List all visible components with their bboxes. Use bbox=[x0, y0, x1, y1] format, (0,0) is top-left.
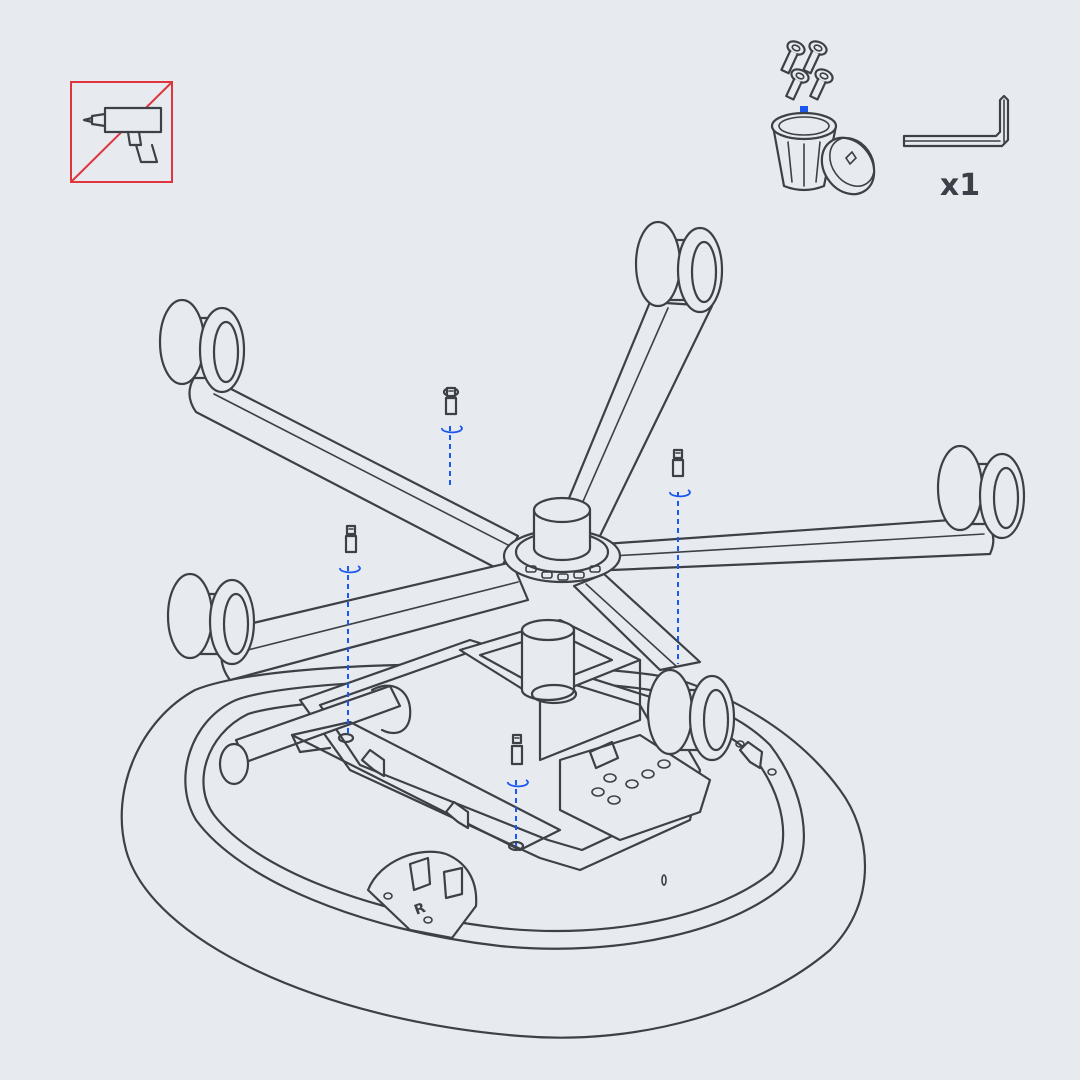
front-bracket bbox=[366, 850, 478, 940]
screws-icon bbox=[780, 40, 834, 101]
screw-icon bbox=[510, 733, 524, 766]
caster-top-left bbox=[158, 298, 246, 394]
chair-base bbox=[188, 300, 995, 682]
discard-bin-icon bbox=[770, 111, 876, 196]
caster-right bbox=[936, 444, 1026, 540]
seat-mechanism bbox=[218, 618, 777, 886]
no-power-drill-icon bbox=[70, 81, 173, 183]
screw-icon bbox=[442, 386, 460, 416]
caster-bottom-left bbox=[166, 572, 256, 666]
caster-bottom-right bbox=[646, 668, 736, 762]
caster-top-right bbox=[634, 220, 724, 314]
allen-key-icon bbox=[902, 94, 1010, 148]
screw-icon bbox=[344, 524, 358, 554]
screw-guides bbox=[347, 426, 679, 846]
allen-key-quantity: x1 bbox=[939, 168, 981, 203]
screw-icon bbox=[671, 448, 685, 478]
rotation-arrows bbox=[339, 425, 691, 788]
